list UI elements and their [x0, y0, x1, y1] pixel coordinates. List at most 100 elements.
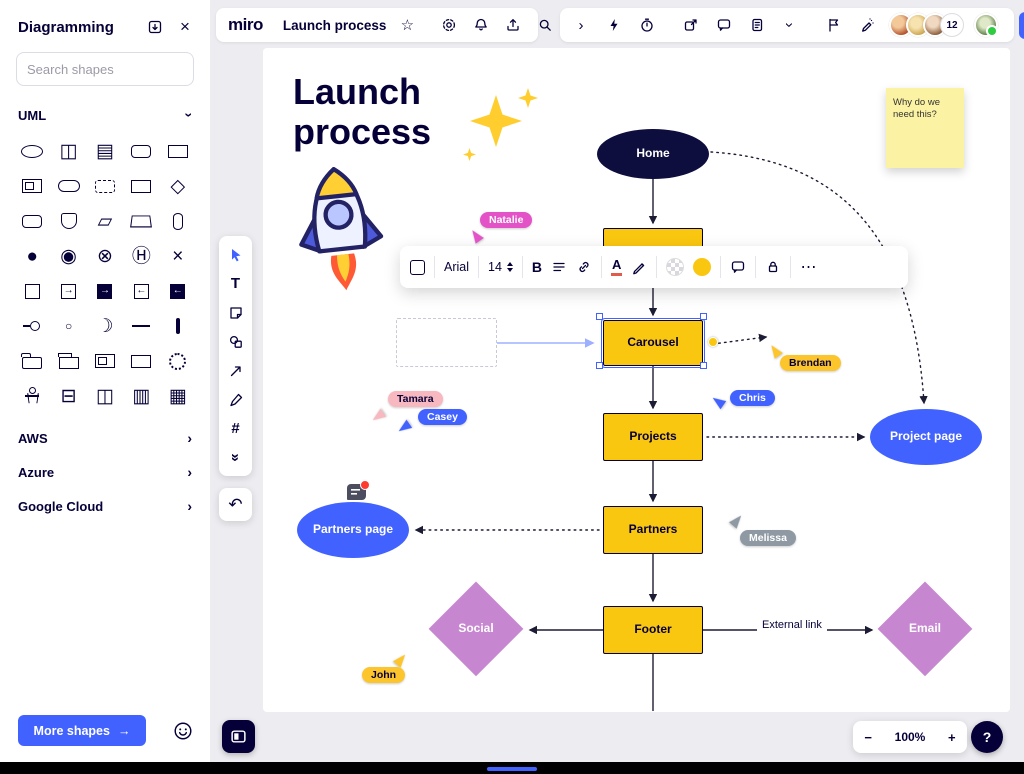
- comment-badge-icon[interactable]: [347, 480, 370, 500]
- timer-icon[interactable]: [636, 14, 658, 36]
- shape-square-arrow-right[interactable]: →: [61, 280, 77, 302]
- shape-search[interactable]: [16, 52, 194, 86]
- shape-ellipse[interactable]: [21, 140, 44, 162]
- expand-chevron-icon[interactable]: ›: [578, 16, 584, 34]
- no-fill-button[interactable]: [666, 258, 685, 276]
- node-partners[interactable]: Partners: [603, 506, 703, 554]
- shape-shield[interactable]: [60, 210, 77, 232]
- align-button[interactable]: [551, 259, 567, 275]
- link-button[interactable]: [576, 259, 592, 275]
- shape-folder[interactable]: [21, 350, 43, 372]
- shape-component[interactable]: ◫: [59, 140, 78, 162]
- board-title[interactable]: Launch process: [282, 17, 387, 33]
- shape-parallelogram[interactable]: ▱: [97, 210, 113, 232]
- avatar-current-user[interactable]: [974, 13, 998, 37]
- text-tool[interactable]: T: [230, 275, 241, 292]
- settings-gear-icon[interactable]: [438, 14, 460, 36]
- notes-doc-icon[interactable]: [746, 14, 768, 36]
- more-options-button[interactable]: ⋯: [800, 259, 818, 276]
- more-tools-chevron-icon[interactable]: ›: [781, 22, 799, 28]
- follow-flag-icon[interactable]: [823, 14, 845, 36]
- collaborator-count-badge[interactable]: 12: [940, 13, 964, 37]
- shape-square-arrow-right-filled[interactable]: →: [97, 280, 113, 302]
- shapes-tool[interactable]: [219, 327, 252, 356]
- shape-nested-rect[interactable]: [94, 350, 115, 372]
- section-google-cloud[interactable]: Google Cloud›: [18, 498, 192, 514]
- shape-cross[interactable]: ×: [172, 245, 184, 267]
- rocket-sticker[interactable]: [290, 162, 391, 297]
- shape-actor[interactable]: [24, 385, 40, 407]
- help-button[interactable]: ?: [971, 721, 1003, 753]
- more-tools-button[interactable]: »: [227, 453, 244, 462]
- highlight-pen-button[interactable]: [631, 259, 647, 275]
- star-favorite-icon[interactable]: ☆: [400, 17, 415, 34]
- shape-circle-line[interactable]: [23, 315, 41, 337]
- close-panel-icon[interactable]: ×: [180, 17, 190, 36]
- node-carousel[interactable]: Carousel: [601, 318, 705, 368]
- quick-actions-bolt-icon[interactable]: [603, 14, 625, 36]
- shape-note[interactable]: [22, 175, 43, 197]
- connector-tool[interactable]: [219, 356, 252, 385]
- node-project-page[interactable]: Project page: [870, 409, 982, 465]
- shape-circle-h[interactable]: Ⓗ: [131, 245, 151, 267]
- empty-draft-shape[interactable]: [396, 318, 497, 367]
- shape-square[interactable]: [24, 280, 40, 302]
- notifications-bell-icon[interactable]: [470, 14, 492, 36]
- node-partners-page[interactable]: Partners page: [297, 502, 409, 558]
- shape-plain-rect[interactable]: [131, 350, 152, 372]
- selection-handle-sw[interactable]: [596, 362, 603, 369]
- node-email[interactable]: Email: [877, 581, 973, 677]
- reactions-marker-icon[interactable]: [856, 14, 878, 36]
- text-color-button[interactable]: A: [611, 258, 623, 276]
- shape-table-header[interactable]: ⊟: [60, 385, 77, 407]
- section-azure[interactable]: Azure›: [18, 464, 192, 480]
- shape-table-grid[interactable]: ▦: [168, 385, 187, 407]
- comments-chat-icon[interactable]: [713, 14, 735, 36]
- frames-panel-button[interactable]: [222, 720, 255, 753]
- font-size-stepper[interactable]: 14: [488, 260, 513, 274]
- shape-circle-x[interactable]: ⊗: [97, 245, 113, 267]
- zoom-level[interactable]: 100%: [894, 730, 926, 744]
- dock-panel-icon[interactable]: [144, 16, 166, 38]
- fill-color-button[interactable]: [693, 258, 712, 276]
- shape-diamond[interactable]: ◇: [170, 175, 186, 197]
- export-upload-icon[interactable]: [502, 14, 524, 36]
- lock-button[interactable]: [765, 259, 781, 275]
- shape-small-circle[interactable]: ○: [64, 319, 73, 333]
- shape-h-line[interactable]: [132, 315, 151, 337]
- bold-button[interactable]: B: [531, 259, 543, 275]
- zoom-out-button[interactable]: −: [864, 729, 872, 745]
- shape-v-bar[interactable]: [175, 315, 180, 337]
- shape-rounded-rect-2[interactable]: [22, 210, 43, 232]
- shape-ring-circle[interactable]: ◉: [60, 245, 77, 267]
- present-frame-icon[interactable]: [680, 14, 702, 36]
- selection-handle-se[interactable]: [700, 362, 707, 369]
- shape-square-arrow-left-filled[interactable]: ←: [170, 280, 186, 302]
- pen-tool[interactable]: [219, 385, 252, 414]
- shape-card[interactable]: [131, 175, 152, 197]
- shape-dotted-circle[interactable]: [169, 350, 187, 372]
- feedback-button[interactable]: [170, 718, 196, 744]
- share-button[interactable]: Share: [1019, 11, 1024, 39]
- connector-dot[interactable]: [708, 337, 718, 347]
- sticky-note-tool[interactable]: [219, 298, 252, 327]
- miro-logo[interactable]: miro: [228, 15, 263, 34]
- shape-rounded-rect[interactable]: [131, 140, 152, 162]
- selection-handle-nw[interactable]: [596, 313, 603, 320]
- shape-terminator[interactable]: [57, 175, 80, 197]
- node-social[interactable]: Social: [428, 581, 524, 677]
- node-projects[interactable]: Projects: [603, 413, 703, 461]
- shape-style-button[interactable]: [410, 259, 425, 275]
- frame-tool[interactable]: #: [231, 420, 240, 437]
- sticky-note[interactable]: Why do we need this?: [886, 88, 964, 168]
- stepper-arrows[interactable]: [506, 261, 513, 273]
- section-uml[interactable]: UML ›: [0, 98, 210, 132]
- font-family-select[interactable]: Arial: [444, 260, 470, 274]
- undo-button[interactable]: ↶: [219, 488, 252, 521]
- node-home[interactable]: Home: [597, 129, 709, 179]
- zoom-in-button[interactable]: +: [948, 729, 956, 745]
- selection-handle-ne[interactable]: [700, 313, 707, 320]
- more-shapes-button[interactable]: More shapes →: [18, 715, 146, 746]
- shape-rect[interactable]: [167, 140, 188, 162]
